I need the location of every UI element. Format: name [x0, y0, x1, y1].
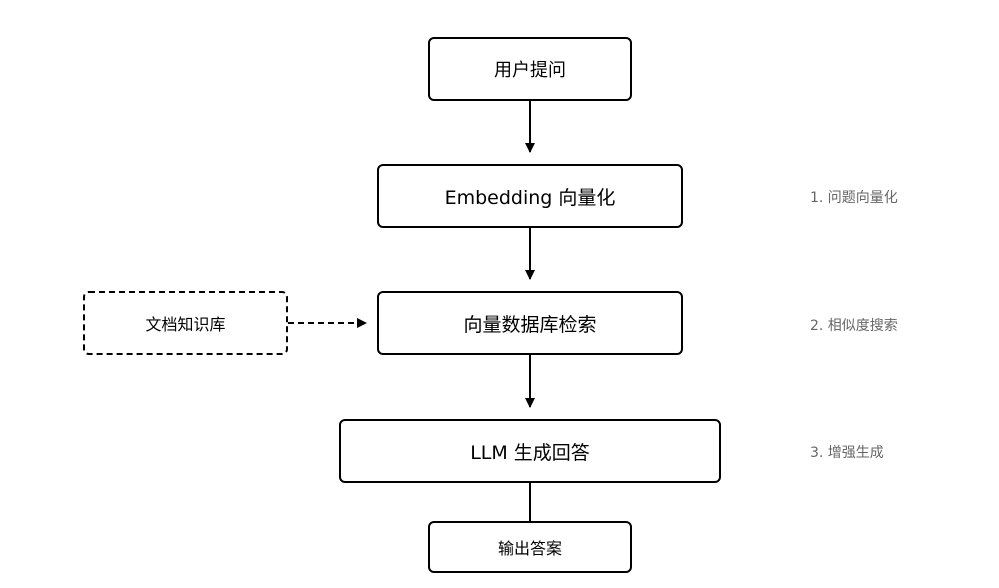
- vector-search-node: 向量数据库检索: [377, 291, 683, 355]
- step-1-note: 1. 问题向量化: [810, 190, 898, 206]
- llm-generate-node: LLM 生成回答: [339, 419, 721, 483]
- knowledge-base-label: 文档知识库: [145, 315, 226, 334]
- step-2-note: 2. 相似度搜索: [810, 318, 898, 334]
- embedding-node: Embedding 向量化: [377, 164, 683, 228]
- vector-search-label: 向量数据库检索: [463, 313, 597, 336]
- user-question-label: 用户提问: [494, 60, 566, 81]
- knowledge-base-node: 文档知识库: [83, 291, 288, 355]
- embedding-label: Embedding 向量化: [444, 186, 616, 209]
- output-answer-node: 输出答案: [428, 521, 632, 573]
- output-answer-label: 输出答案: [497, 539, 562, 558]
- step-3-note: 3. 增强生成: [810, 445, 884, 461]
- llm-generate-label: LLM 生成回答: [470, 441, 590, 464]
- user-question-node: 用户提问: [428, 37, 632, 101]
